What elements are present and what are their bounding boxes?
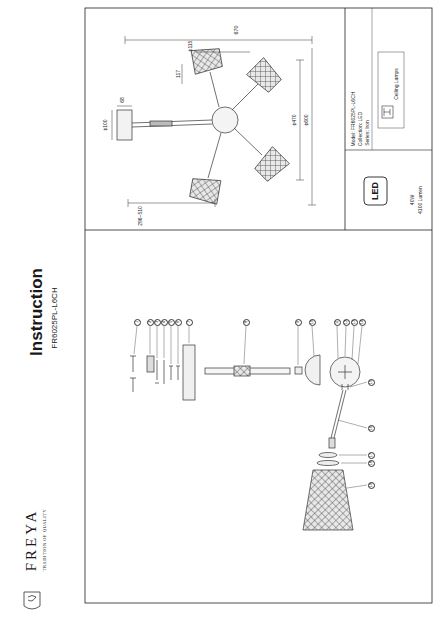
power-text: 40W xyxy=(410,195,415,205)
dimension: 296~510 xyxy=(138,206,143,226)
callout-number: 9 xyxy=(296,321,300,323)
dimension: 68 xyxy=(120,97,125,103)
callout-circle: 18 xyxy=(368,460,375,467)
callout-number: 4 xyxy=(162,321,166,323)
top-view xyxy=(112,36,316,207)
callout-circle: 19 xyxy=(368,482,375,489)
dimension: ϕ115 xyxy=(188,41,193,52)
callout-number: 18 xyxy=(369,461,373,465)
callout-circle: 10 xyxy=(309,319,316,326)
panel-divider xyxy=(345,8,346,230)
ceiling-icon xyxy=(382,106,393,118)
spec-text: Series: Iron xyxy=(365,120,370,146)
callout-number: 14 xyxy=(360,320,364,324)
callout-number: 10 xyxy=(310,320,314,324)
page-title: Instruction xyxy=(28,268,45,356)
callout-number: 15 xyxy=(369,380,373,384)
led-badge xyxy=(364,177,387,205)
exploded-view xyxy=(130,326,367,530)
callout-number: 6 xyxy=(176,321,180,323)
callout-circle: 4 xyxy=(161,319,168,326)
callout-number: 17 xyxy=(369,453,373,457)
dimension: ϕ600 xyxy=(304,114,309,125)
callout-circle: 9 xyxy=(295,319,302,326)
callout-number: 8 xyxy=(244,321,248,323)
callout-circle: 17 xyxy=(368,452,375,459)
callout-circle: 7 xyxy=(186,319,193,326)
callout-circle: 3 xyxy=(154,319,161,326)
dimension: ϕ470 xyxy=(292,114,297,125)
spec-text: Collection: LED xyxy=(358,112,363,146)
callout-circle: 15 xyxy=(368,379,375,386)
callout-circle: 11 xyxy=(334,319,341,326)
spec-text: Model: FR6025PL-L6CH xyxy=(351,91,356,146)
led-text: LED xyxy=(371,182,380,200)
callout-number: 5 xyxy=(169,321,173,323)
callout-circle: 1 xyxy=(134,319,141,326)
callout-number: 11 xyxy=(335,320,339,324)
brand-name: FREYA xyxy=(24,509,39,572)
dimension: 117 xyxy=(176,70,181,78)
panel-divider xyxy=(372,8,373,150)
logo-emblem xyxy=(24,592,40,609)
callout-number: 7 xyxy=(187,321,191,323)
model-number: FR6025PL-L6CH xyxy=(51,287,59,348)
callout-number: 2 xyxy=(148,321,152,323)
callout-circle: 8 xyxy=(243,319,250,326)
callout-circle: 13 xyxy=(351,319,358,326)
callout-circle: 16 xyxy=(368,425,375,432)
callout-number: 3 xyxy=(155,321,159,323)
brand-slogan: TRADITION OF QUALITY xyxy=(43,509,48,572)
lumen-text: 4100 Lumen xyxy=(418,186,423,214)
callout-circle: 12 xyxy=(343,319,350,326)
callout-number: 12 xyxy=(344,320,348,324)
callout-circle: 2 xyxy=(147,319,154,326)
dimension: ϕ100 xyxy=(103,119,108,130)
callout-circle: 5 xyxy=(168,319,175,326)
callout-circle: 6 xyxy=(175,319,182,326)
category-box xyxy=(378,52,404,128)
callout-number: 13 xyxy=(352,320,356,324)
page-frame xyxy=(85,8,432,603)
callout-number: 1 xyxy=(135,321,139,323)
category-text: Ceiling Lamps xyxy=(394,68,399,100)
callout-number: 16 xyxy=(369,426,373,430)
dimension: 670 xyxy=(234,25,240,34)
panel-divider xyxy=(345,150,432,151)
frame-divider xyxy=(85,230,432,231)
callout-circle: 14 xyxy=(359,319,366,326)
callout-number: 19 xyxy=(369,483,373,487)
